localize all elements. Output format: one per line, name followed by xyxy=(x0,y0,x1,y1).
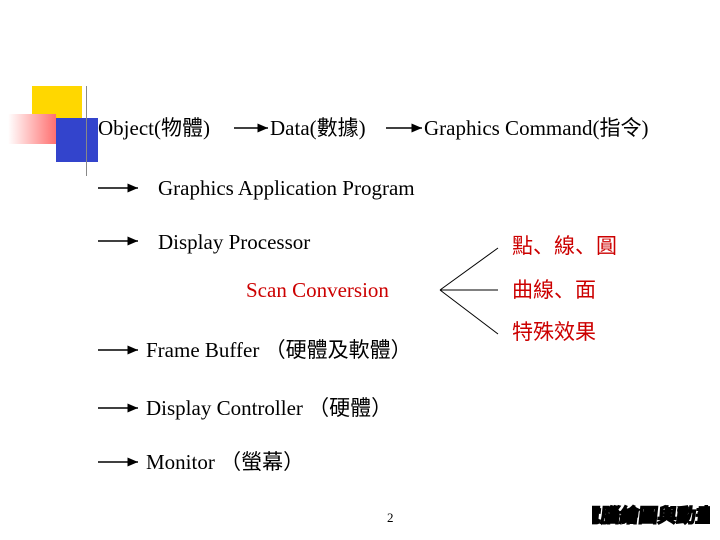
monitor: Monitor （螢幕） xyxy=(146,450,305,474)
graphics-application-program: Graphics Application Program xyxy=(158,176,415,200)
deco-blue-block xyxy=(56,118,98,162)
scan-conversion: Scan Conversion xyxy=(246,278,389,302)
fan-line-bottom xyxy=(439,289,499,335)
deco-vertical-line xyxy=(86,86,87,176)
display-controller: Display Controller （硬體） xyxy=(146,396,393,420)
object-label: Object(物體) xyxy=(98,116,210,140)
frame-buffer: Frame Buffer （硬體及軟體） xyxy=(146,338,412,362)
output-curves-surfaces: 曲線、面 xyxy=(512,278,596,302)
fan-line-top xyxy=(439,247,499,291)
svg-text:電腦繪圖與動畫: 電腦繪圖與動畫 xyxy=(592,504,710,527)
deco-red-block xyxy=(8,114,56,144)
page-number: 2 xyxy=(387,510,394,525)
graphics-command-label: Graphics Command(指令) xyxy=(424,116,649,140)
display-processor: Display Processor xyxy=(158,230,311,254)
output-special-effects: 特殊效果 xyxy=(512,320,596,344)
course-logo: 電腦繪圖與動畫 xyxy=(592,503,710,527)
data-label: Data(數據) xyxy=(270,116,366,140)
output-points-lines-circles: 點、線、圓 xyxy=(512,234,617,258)
